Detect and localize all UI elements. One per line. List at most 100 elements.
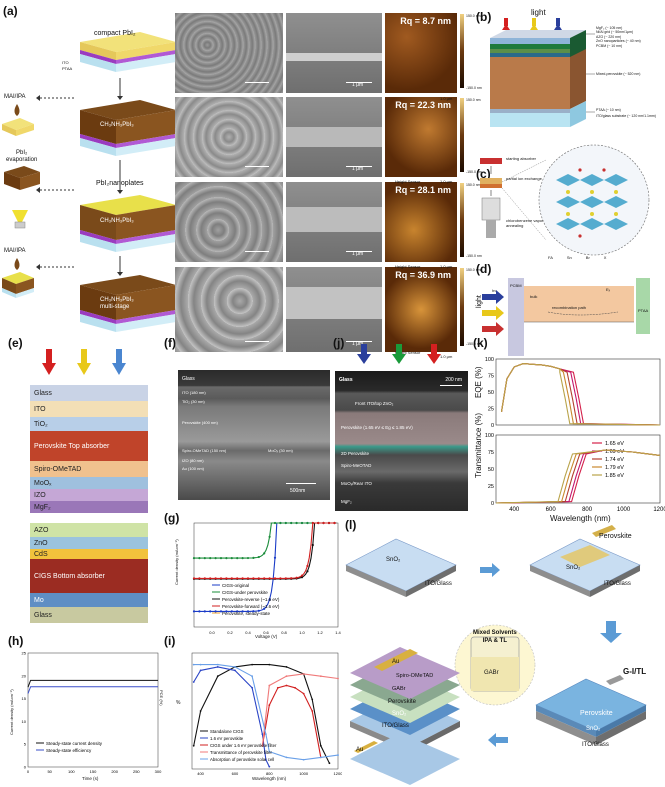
k-legend-label: 1.74 eV bbox=[605, 457, 624, 463]
k-top-frame bbox=[495, 358, 661, 426]
f-layer: Perovskite (400 nm) bbox=[182, 420, 218, 425]
compact-pbi2-label: compact PbI₂ bbox=[94, 30, 136, 37]
afm-tick-bottom-3: -150.0 nm bbox=[466, 254, 482, 258]
i-spectrum-marker bbox=[311, 698, 314, 701]
panel-b-device-diagram bbox=[490, 18, 595, 127]
l-itoglass-4: ITO/Glass bbox=[382, 723, 409, 729]
c-legend-item: FA bbox=[548, 255, 553, 260]
g-jv-marker bbox=[236, 577, 239, 580]
g-jv-marker bbox=[263, 607, 266, 610]
g-jv-marker bbox=[263, 577, 266, 580]
g-jv-marker bbox=[273, 577, 277, 580]
nanoplates-film-label: CH₃NH₃PbI₃ bbox=[100, 218, 134, 224]
g-jv-marker bbox=[284, 521, 287, 525]
g-jv-marker bbox=[192, 577, 196, 580]
i-spectrum-marker bbox=[216, 666, 219, 668]
panel-j-label: (j) bbox=[333, 336, 345, 350]
g-jv-marker bbox=[300, 521, 304, 525]
f-layer: TiO₂ (30 nm) bbox=[182, 399, 205, 404]
i-xtick-label: 400 bbox=[197, 771, 204, 776]
multistage-label: CH₃NH₃PbI₃ multi-stage bbox=[100, 297, 134, 310]
j-layer: MgF₂ bbox=[341, 499, 352, 504]
h-ytick-label: 10 bbox=[22, 719, 27, 724]
e-layer: Glass bbox=[30, 385, 148, 401]
i-spectrum-marker bbox=[337, 677, 339, 680]
f-layer: ITO (180 nm) bbox=[182, 390, 206, 395]
l-mixed-solvents: Mixed Solvents IPA & TL bbox=[473, 630, 517, 644]
l-sno2-1: SnO₂ bbox=[386, 557, 401, 563]
h-xtick-label: 250 bbox=[133, 769, 140, 774]
substrate-label-ito: ITO bbox=[62, 60, 69, 65]
b-layer: MgF₂ (~ 105 nm) bbox=[596, 26, 623, 30]
k-legend-label: 1.69 eV bbox=[605, 449, 624, 455]
c-legend-item: X bbox=[603, 255, 607, 260]
e-layer: TiO₂ bbox=[30, 417, 148, 431]
g-jv-marker bbox=[268, 598, 271, 601]
l-spiro: Spiro-OMeTAD bbox=[396, 673, 434, 679]
i-spectrum-marker bbox=[294, 686, 296, 689]
afm-colorbar-1 bbox=[460, 14, 464, 88]
f-layer: Spiro-OMeTAD (150 nm) bbox=[182, 448, 227, 453]
k-xtick-label: 400 bbox=[509, 507, 520, 513]
k-eqe-line bbox=[500, 363, 661, 426]
k-transmittance-line bbox=[495, 449, 661, 504]
h-ylabel-right: PCE (%) bbox=[159, 690, 164, 706]
l-sno2-4: SnO₂ bbox=[392, 711, 407, 717]
k-legend-label: 1.79 eV bbox=[605, 465, 624, 471]
i-spectrum-marker bbox=[319, 756, 322, 759]
h-ylabel-left: Current density (mAcm⁻²) bbox=[9, 689, 14, 735]
afm-tick-bottom-1: -150.0 nm bbox=[466, 86, 482, 90]
l-device-stack bbox=[350, 647, 460, 785]
i-spectrum-marker bbox=[192, 663, 195, 666]
g-jv-marker bbox=[214, 557, 217, 560]
h-ytick-label: 0 bbox=[24, 765, 27, 770]
k-legend-label: 1.85 eV bbox=[605, 473, 624, 479]
g-xtick-label: 0.6 bbox=[263, 630, 269, 635]
panel-k-label: (k) bbox=[473, 336, 488, 350]
i-spectrum-marker bbox=[268, 663, 271, 666]
k-ytick-label-top: 50 bbox=[488, 390, 494, 396]
l-perovskite-label: Perovskite bbox=[599, 533, 632, 540]
j-layer: Spiro-MeOTAD bbox=[341, 463, 372, 468]
g-jv-marker bbox=[209, 557, 212, 560]
process-arrows bbox=[40, 78, 121, 272]
pbi2-evaporation-label: PbI₂ evaporation bbox=[6, 150, 38, 163]
b-layer: AZO (~ 220 nm) bbox=[596, 34, 622, 39]
g-jv-marker bbox=[198, 577, 201, 580]
compact-pbi2-stack bbox=[80, 32, 176, 72]
h-line bbox=[27, 686, 158, 694]
b-layer: PCBM (~ 10 nm) bbox=[596, 43, 623, 48]
k-transmittance-line bbox=[495, 449, 661, 504]
g-jv-marker bbox=[225, 556, 228, 560]
c-legend-item: Sn bbox=[566, 255, 572, 260]
e-layer: Mo bbox=[30, 593, 148, 607]
g-jv-marker bbox=[241, 577, 244, 580]
k-eqe-line bbox=[500, 363, 661, 426]
i-legend-label: 1.6 eV perovskite bbox=[210, 736, 244, 741]
c-legend-item: Br bbox=[585, 255, 590, 260]
k-ytick-label-bottom: 50 bbox=[488, 467, 494, 473]
i-spectrum-marker bbox=[268, 684, 271, 687]
g-xtick-label: 0.2 bbox=[227, 630, 233, 635]
i-spectrum-marker bbox=[319, 744, 322, 747]
sem-scale-bar bbox=[245, 251, 269, 252]
g-jv-marker bbox=[230, 610, 233, 613]
g-frame bbox=[193, 522, 339, 628]
g-jv-marker bbox=[192, 557, 196, 560]
i-spectrum-marker bbox=[268, 750, 271, 753]
mai-drop-2 bbox=[2, 258, 34, 298]
g-jv-marker bbox=[268, 577, 271, 580]
e-layer: MoOₓ bbox=[30, 477, 148, 489]
g-legend-label: Perovskite, steady-state bbox=[222, 611, 271, 616]
k-xtick-label: 1200 bbox=[653, 507, 665, 513]
afm-rq-1: Rq = 8.7 nm bbox=[400, 16, 451, 26]
g-jv-marker bbox=[322, 521, 325, 525]
panel-k-chart: 40060080010001200002525505075751001001.6… bbox=[485, 357, 665, 513]
i-xlabel: Wavelength (nm) bbox=[252, 776, 287, 781]
l-perovskite-layer: Perovskite bbox=[580, 710, 613, 717]
b-layer: ZnO nanoparticles (~ 40 nm) bbox=[596, 39, 641, 44]
sem-scale-text: 1 μm bbox=[352, 251, 364, 257]
g-jv-marker bbox=[290, 521, 293, 525]
k-xtick-label: 600 bbox=[546, 507, 557, 513]
g-legend-label: CIGS-under perovskite bbox=[222, 590, 268, 595]
